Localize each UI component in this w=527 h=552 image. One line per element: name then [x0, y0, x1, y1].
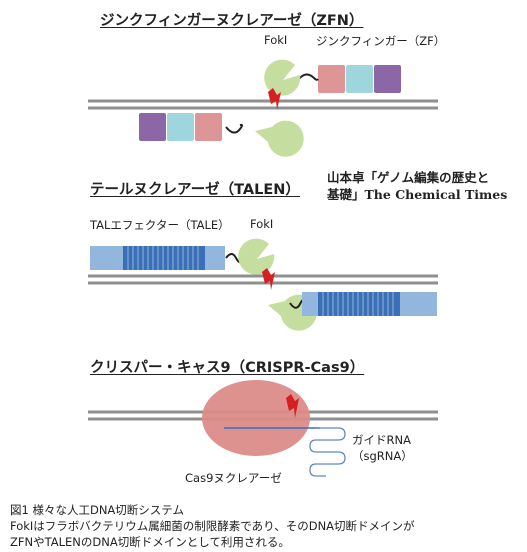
- cas9-protein: [202, 380, 310, 456]
- crispr-section-title: クリスパー・キャス9（CRISPR-Cas9）: [90, 360, 365, 376]
- zfn-upper-linker: [297, 73, 319, 81]
- guide-rna: [309, 427, 346, 477]
- zf-module-pink: [318, 65, 345, 93]
- citation-line-1: 山本卓「ゲノム編集の歴史と: [327, 170, 490, 185]
- zfn-foki-label: FokI: [264, 33, 288, 47]
- caption-line-2: FokIはフラボバクテリウム属細菌の制限酵素であり、そのDNA切断ドメインが: [10, 519, 415, 533]
- zfn-lower-foki-domain: [255, 120, 304, 157]
- talen-cut-bolt: [262, 268, 275, 290]
- talen-dna: [88, 274, 438, 285]
- talen-upper-foki-domain: [238, 238, 275, 275]
- talen-tale-label: TALエフェクター（TALE）: [90, 218, 230, 232]
- zfn-lower-zf-array: [139, 113, 222, 141]
- caption-line-1: 図1 様々な人工DNA切断システム: [10, 503, 184, 517]
- zfn-section-title: ジンクフィンガーヌクレアーゼ（ZFN）: [100, 13, 364, 29]
- zf-module-cyan: [346, 65, 373, 93]
- zfn-upper-foki-domain: [264, 59, 301, 96]
- zfn-dna: [88, 99, 438, 110]
- zf-module-purple: [139, 113, 166, 141]
- caption-line-3: ZFNやTALENのDNA切断ドメインとして利用される。: [10, 535, 290, 549]
- citation: 山本卓「ゲノム編集の歴史と 基礎」The Chemical Times: [327, 169, 527, 203]
- sgrna-label: （sgRNA）: [352, 449, 413, 463]
- zfn-upper-zf-array: [318, 65, 401, 93]
- cas9-label: Cas9ヌクレアーゼ: [185, 471, 282, 485]
- zf-module-cyan: [167, 113, 194, 141]
- talen-section-title: テールヌクレアーゼ（TALEN）: [90, 182, 300, 198]
- talen-foki-label: FokI: [250, 217, 274, 231]
- zfn-cut-bolt: [268, 88, 281, 110]
- tale-repeat-block: [123, 246, 205, 270]
- zf-module-purple: [374, 65, 401, 93]
- guide-rna-label: ガイドRNA: [352, 433, 411, 447]
- tale-repeat-stripes: [322, 292, 394, 316]
- zfn-lower-linker: [225, 123, 243, 134]
- tale-repeat-block: [318, 292, 400, 316]
- talen-upper-tale: [90, 246, 225, 270]
- crispr-cut-bolt: [286, 394, 299, 418]
- figure-caption: 図1 様々な人工DNA切断システム FokIはフラボバクテリウム属細菌の制限酵素…: [10, 502, 520, 550]
- citation-line-2: 基礎」The Chemical Times: [327, 187, 508, 202]
- zf-module-pink: [195, 113, 222, 141]
- zfn-zf-label: ジンクフィンガー（ZF）: [316, 34, 446, 48]
- tale-repeat-stripes: [127, 246, 199, 270]
- talen-lower-tale: [302, 292, 437, 316]
